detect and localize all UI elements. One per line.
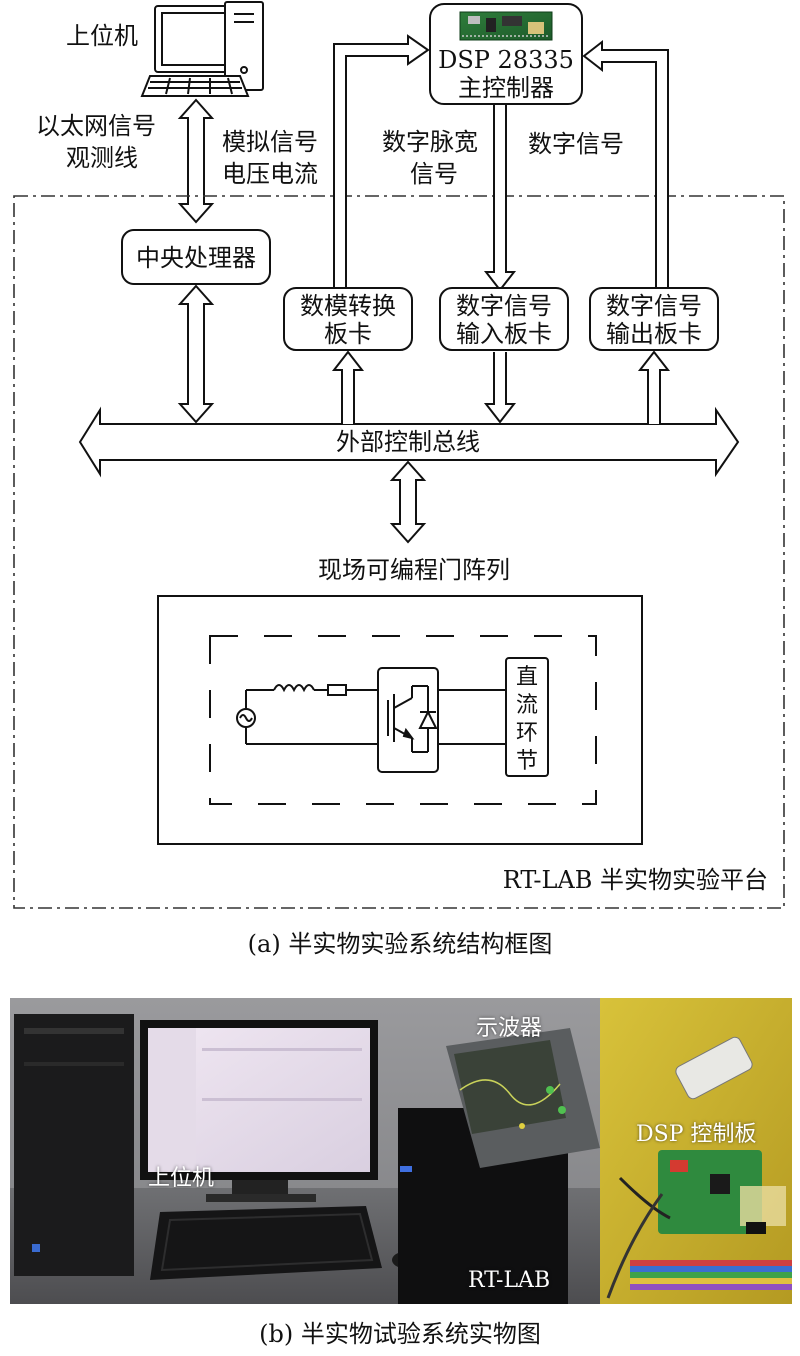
dac-card-label-2: 板卡 [324,320,372,348]
rtlab-photo-label: RT-LAB [468,1268,551,1293]
external-bus-arrow [78,406,740,478]
oscilloscope-label: 示波器 [476,1016,543,1041]
ethernet-label-1: 以太网信号 [36,112,156,140]
ribbon-cable [630,1260,792,1290]
dsp-controller-label-1: DSP 28335 [438,46,574,74]
cpu-label: 中央处理器 [136,244,256,272]
analog-signal-arrow [333,34,430,289]
dc-link-char-3: 环 [516,721,538,746]
dout-card-box [589,287,719,351]
din-card-label-1: 数字信号 [456,292,552,320]
bus-to-dac-arrow [331,350,365,424]
bus-to-dout-arrow [637,350,671,424]
dsp-controller-label-2: 主控制器 [458,74,554,102]
host-pc-photo-label: 上位机 [148,1166,215,1191]
pwm-signal-arrow [483,103,517,292]
din-to-bus-arrow [483,352,517,424]
ethernet-double-arrow [177,98,215,224]
dsp-board-label: DSP 控制板 [636,1122,757,1147]
digital-signal-label: 数字信号 [528,130,624,158]
din-card-box [439,287,569,351]
computer-icon [140,1,264,97]
tower-pc [14,1014,134,1276]
rtlab-platform-frame [13,195,785,909]
system-block-diagram: 上位机 以太网信号 观测线 DSP 28335 主控制器 模拟信号 电压电流 数… [13,1,785,909]
cpu-bus-double-arrow [177,284,215,424]
pwm-signal-label-2: 信号 [410,160,458,188]
oscilloscope [446,1028,600,1168]
dc-link-char-4: 节 [516,749,538,774]
photo-scene [10,998,792,1304]
inverter-circuit [236,657,549,777]
resistor-icon [327,684,347,696]
cpu-box [121,229,271,285]
dout-card-label-1: 数字信号 [606,292,702,320]
dac-card-label-1: 数模转换 [300,292,396,320]
digital-signal-arrow [582,39,669,289]
analog-signal-label-1: 模拟信号 [222,128,318,156]
dc-link-box [505,657,549,777]
dc-link-char-2: 流 [516,693,538,718]
rtlab-platform-label: RT-LAB 半实物实验平台 [503,866,768,894]
pcb-board-icon [459,11,553,41]
external-bus-label: 外部控制总线 [336,428,480,456]
inductor-icon [273,684,315,693]
ethernet-label-2: 观测线 [66,144,138,172]
bus-fpga-double-arrow [389,460,427,544]
din-card-label-2: 输入板卡 [456,320,552,348]
caption-a: (a) 半实物实验系统结构框图 [247,930,553,958]
dc-link-char-1: 直 [516,665,538,690]
dout-card-label-2: 输出板卡 [606,320,702,348]
caption-b: (b) 半实物试验系统实物图 [259,1320,541,1348]
dac-card-box [283,287,413,351]
analog-signal-label-2: 电压电流 [222,160,318,188]
hardware-photo: 示波器 DSP 控制板 上位机 RT-LAB [10,998,792,1304]
pwm-signal-label-1: 数字脉宽 [382,128,478,156]
host-pc-label: 上位机 [66,22,138,50]
fpga-label: 现场可编程门阵列 [318,556,510,584]
